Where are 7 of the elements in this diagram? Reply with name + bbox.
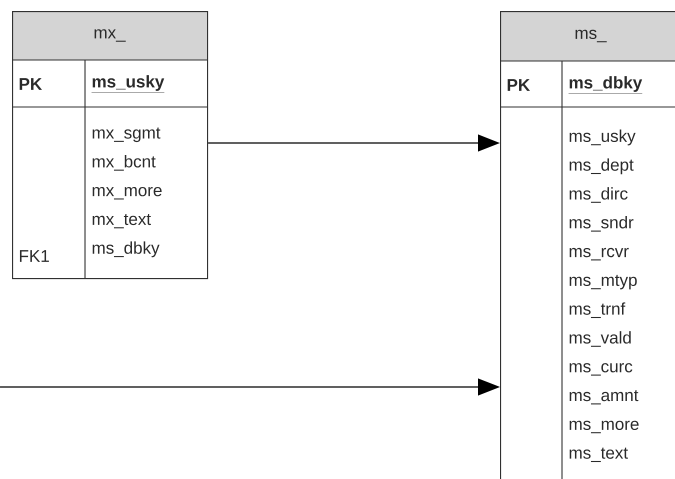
key-label: PK	[20, 78, 42, 90]
key-label: FK1	[20, 250, 49, 262]
field-list: mx_sgmt mx_bcnt mx_more mx_text ms_dbky	[92, 128, 162, 258]
primary-key-field: ms_usky	[91, 75, 165, 93]
primary-key-field: ms_dbky	[568, 76, 642, 94]
key-label: PK	[508, 79, 530, 91]
field-list: ms_usky ms_dept ms_dirc ms_sndr ms_rcvr ms_mtyp ms_trnf ms_vald ms_curc ms_amnt ms_more ms_text	[570, 130, 639, 462]
